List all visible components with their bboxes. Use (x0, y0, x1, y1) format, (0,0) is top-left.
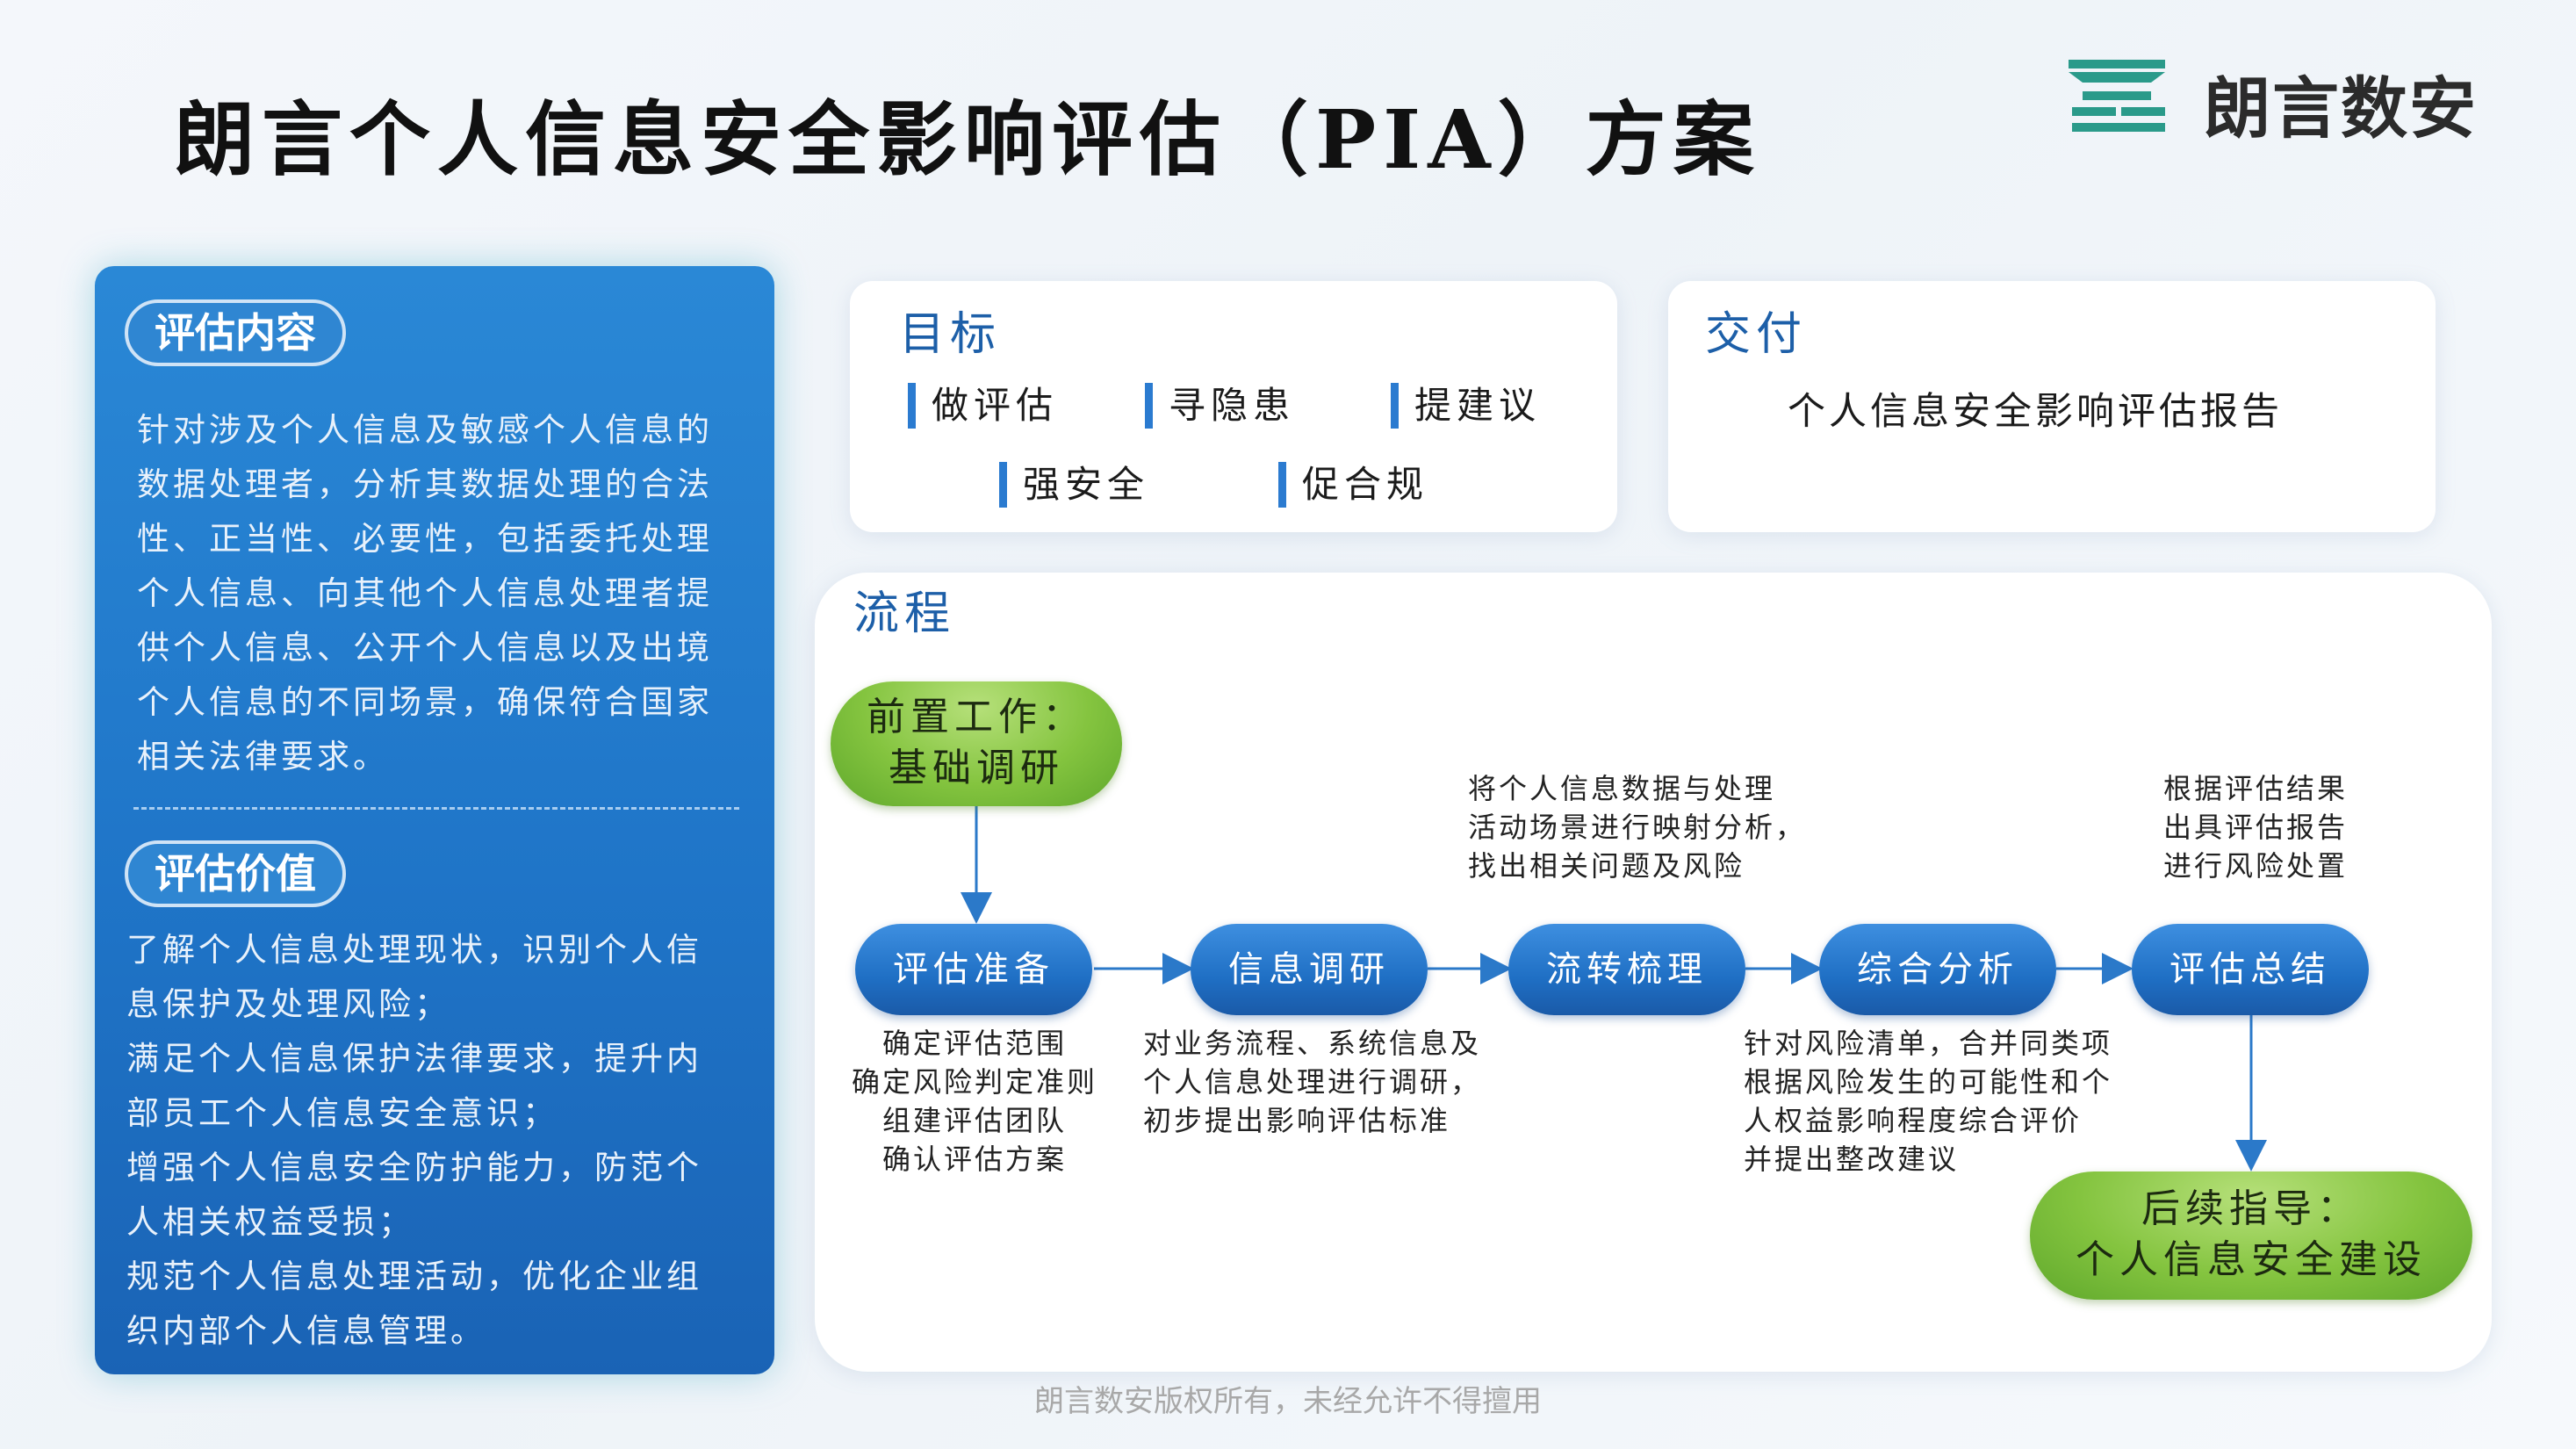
content-line: 个人信息、向其他个人信息处理者提 (137, 574, 713, 612)
value-line: 织内部个人信息管理。 (126, 1312, 486, 1350)
goal-tag: 寻隐患 (1145, 383, 1295, 429)
langyan-logo-icon (2069, 60, 2165, 132)
value-line: 增强个人信息安全防护能力，防范个 (126, 1149, 702, 1186)
content-line: 供个人信息、公开个人信息以及出境 (137, 629, 713, 667)
note-line: 个人信息处理进行调研， (1143, 1065, 1482, 1099)
note-line: 初步提出影响评估标准 (1143, 1104, 1451, 1137)
value-line: 息保护及处理风险； (126, 985, 450, 1023)
flow-start-line: 基础调研 (889, 746, 1064, 790)
goal-tag: 做评估 (908, 383, 1058, 429)
note-analysis: 针对风险清单，合并同类项 根据风险发生的可能性和个 人权益影响程度综合评价 并提… (1744, 1024, 2112, 1179)
logo-text: 朗言数安 (2204, 69, 2478, 148)
note-summary: 根据评估结果 出具评估报告 进行风险处置 (2146, 769, 2365, 885)
step-assessment-prep: 评估准备 (855, 924, 1092, 1015)
goal-tag: 强安全 (999, 462, 1149, 508)
step-assessment-summary: 评估总结 (2132, 924, 2369, 1015)
value-line: 部员工个人信息安全意识； (126, 1094, 558, 1132)
copyright-footer: 朗言数安版权所有，未经允许不得擅用 (1034, 1384, 1542, 1419)
goal-heading: 目标 (899, 308, 1002, 361)
note-line: 确定评估范围 (881, 1027, 1067, 1060)
note-line: 将个人信息数据与处理 (1468, 772, 1776, 805)
note-line: 根据风险发生的可能性和个 (1744, 1065, 2113, 1099)
value-line: 人相关权益受损； (126, 1203, 414, 1241)
flow-heading: 流程 (853, 588, 956, 640)
note-line: 针对风险清单，合并同类项 (1744, 1027, 2113, 1060)
flow-end-node: 后续指导： 个人信息安全建设 (2030, 1171, 2472, 1300)
content-line: 性、正当性、必要性，包括委托处理 (137, 520, 713, 558)
divider (133, 807, 739, 810)
note-line: 组建评估团队 (881, 1104, 1067, 1137)
note-line: 确认评估方案 (881, 1143, 1067, 1176)
goal-tag: 提建议 (1391, 383, 1541, 429)
deliver-text: 个人信息安全影响评估报告 (1788, 390, 2283, 434)
assessment-value-label: 评估价值 (125, 840, 346, 907)
assessment-content-text: 针对涉及个人信息及敏感个人信息的 数据处理者，分析其数据处理的合法 性、正当性、… (137, 403, 713, 784)
content-line: 数据处理者，分析其数据处理的合法 (137, 465, 713, 503)
step-flow-mapping: 流转梳理 (1508, 924, 1745, 1015)
value-line: 满足个人信息保护法律要求，提升内 (126, 1040, 702, 1078)
deliver-heading: 交付 (1705, 308, 1808, 361)
value-line: 了解个人信息处理现状，识别个人信 (126, 931, 702, 969)
note-line: 活动场景进行映射分析， (1468, 811, 1807, 844)
note-line: 并提出整改建议 (1744, 1143, 1960, 1176)
note-line: 对业务流程、系统信息及 (1143, 1027, 1482, 1060)
note-line: 确定风险判定准则 (851, 1065, 1097, 1099)
flow-start-node: 前置工作： 基础调研 (831, 681, 1122, 806)
goal-tag: 促合规 (1278, 462, 1428, 508)
flow-end-line: 个人信息安全建设 (2076, 1237, 2427, 1282)
note-line: 根据评估结果 (2162, 772, 2348, 805)
note-prep: 确定评估范围 确定风险判定准则 组建评估团队 确认评估方案 (843, 1024, 1106, 1179)
step-info-research: 信息调研 (1191, 924, 1428, 1015)
flow-end-line: 后续指导： (2141, 1186, 2361, 1231)
content-line: 相关法律要求。 (137, 738, 389, 775)
page-title: 朗言个人信息安全影响评估（PIA）方案 (174, 92, 1761, 187)
note-line: 找出相关问题及风险 (1468, 849, 1745, 883)
assessment-value-text: 了解个人信息处理现状，识别个人信 息保护及处理风险； 满足个人信息保护法律要求，… (126, 923, 702, 1359)
flow-start-line: 前置工作： (867, 695, 1086, 739)
note-flow-mapping: 将个人信息数据与处理 活动场景进行映射分析， 找出相关问题及风险 (1468, 769, 1806, 885)
value-line: 规范个人信息处理活动，优化企业组 (126, 1258, 702, 1295)
left-panel: 评估内容 针对涉及个人信息及敏感个人信息的 数据处理者，分析其数据处理的合法 性… (95, 266, 774, 1374)
content-line: 针对涉及个人信息及敏感个人信息的 (137, 411, 713, 449)
logo: 朗言数安 (2063, 53, 2537, 148)
note-line: 人权益影响程度综合评价 (1744, 1104, 2083, 1137)
note-research: 对业务流程、系统信息及 个人信息处理进行调研， 初步提出影响评估标准 (1143, 1024, 1481, 1140)
goal-card: 目标 做评估 寻隐患 提建议 强安全 促合规 (850, 281, 1617, 532)
note-line: 进行风险处置 (2162, 849, 2348, 883)
assessment-content-label: 评估内容 (125, 299, 346, 366)
note-line: 出具评估报告 (2162, 811, 2348, 844)
content-line: 个人信息的不同场景，确保符合国家 (137, 683, 713, 721)
step-comprehensive-analysis: 综合分析 (1819, 924, 2056, 1015)
deliver-card: 交付 (1668, 281, 2436, 532)
